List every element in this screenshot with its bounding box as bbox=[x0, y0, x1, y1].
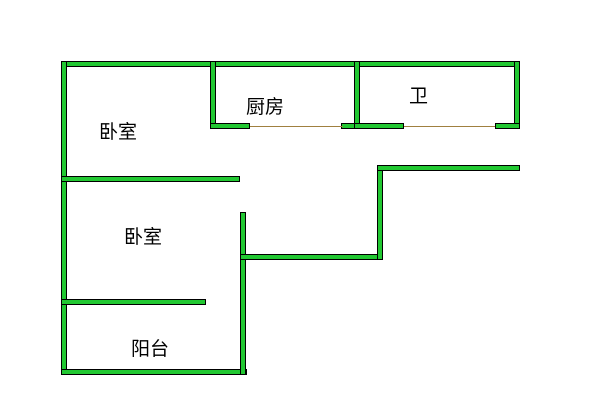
wall-outer-bottom bbox=[61, 369, 247, 375]
room-label-bathroom: 卫 bbox=[409, 85, 428, 107]
room-label-bedroom-1: 卧室 bbox=[99, 121, 137, 143]
wall-bedroom-divider bbox=[61, 176, 240, 182]
wall-corridor-lower bbox=[240, 254, 246, 375]
wall-corridor-upper bbox=[240, 212, 246, 260]
room-label-bedroom-2: 卧室 bbox=[124, 226, 162, 248]
wall-bath-bottom-left bbox=[354, 123, 404, 129]
walls bbox=[61, 61, 520, 375]
wall-kitchen-right bbox=[354, 61, 360, 129]
wall-outer-left bbox=[61, 61, 67, 375]
wall-right-outer bbox=[514, 61, 520, 129]
room-labels: 卧室 厨房 卫 卧室 阳台 bbox=[99, 85, 428, 360]
wall-balcony-divider bbox=[61, 299, 206, 305]
wall-kitchen-bottom-left bbox=[210, 123, 250, 129]
wall-bath-bottom-right bbox=[495, 123, 520, 129]
wall-step-horizontal bbox=[240, 254, 383, 260]
wall-kitchen-left bbox=[210, 61, 216, 129]
room-label-kitchen: 厨房 bbox=[246, 96, 284, 118]
room-label-balcony: 阳台 bbox=[131, 338, 169, 360]
wall-step-top bbox=[377, 165, 520, 171]
wall-outer-top bbox=[61, 61, 520, 67]
wall-step-vertical bbox=[377, 165, 383, 260]
